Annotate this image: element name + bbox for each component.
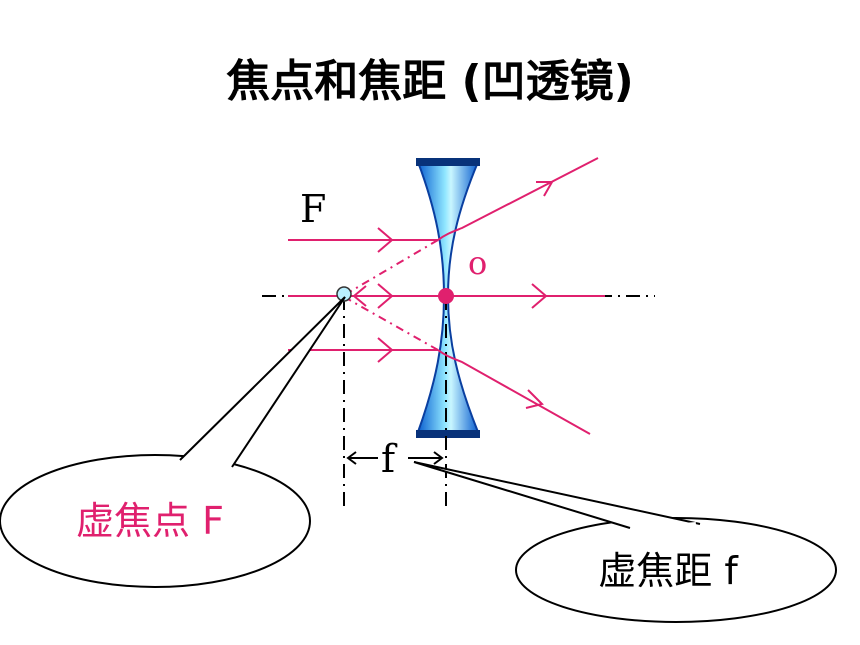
virtual-ray-extension-bottom bbox=[345, 297, 439, 351]
ray-arrow-middle-out bbox=[531, 283, 548, 309]
virtual-focus-point bbox=[336, 286, 352, 302]
ray-arrow-top-in bbox=[377, 227, 394, 253]
refracted-ray-top bbox=[437, 157, 599, 241]
callout-virtual-focal-length: 虚焦距 f bbox=[413, 461, 837, 623]
ray-arrow-top-out bbox=[536, 181, 554, 197]
refracted-ray-bottom bbox=[437, 349, 591, 435]
focal-length-dimension bbox=[346, 451, 444, 465]
callout-virtual-focus: 虚焦点 F bbox=[0, 296, 346, 588]
ray-arrow-bottom-out bbox=[525, 389, 544, 409]
focus-label-F: F bbox=[300, 187, 326, 231]
virtual-ray-extension-top bbox=[345, 239, 439, 295]
callout-virtual-focus-text: 虚焦点 F bbox=[76, 499, 224, 543]
optical-center-point bbox=[438, 288, 454, 304]
slide-title: 焦点和焦距 (凹透镜) bbox=[226, 56, 634, 107]
ray-arrow-middle-in bbox=[377, 283, 394, 309]
focal-length-label-f: f bbox=[381, 437, 398, 481]
ray-arrow-bottom-in bbox=[377, 337, 394, 363]
callout-virtual-focal-length-text: 虚焦距 f bbox=[598, 549, 739, 593]
optical-center-label-o: o bbox=[468, 244, 487, 282]
virtual-ray-arrow-middle bbox=[352, 285, 367, 307]
